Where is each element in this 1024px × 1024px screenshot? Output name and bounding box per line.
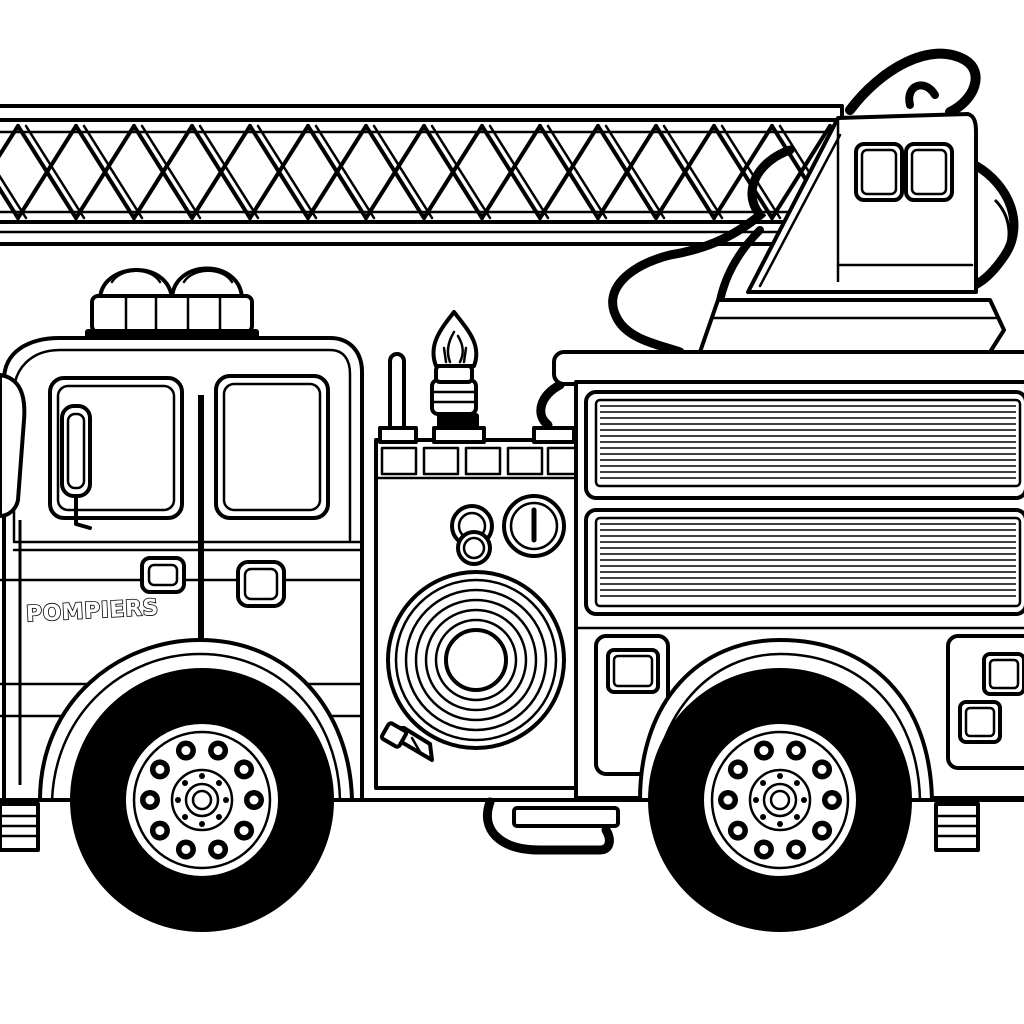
windshield [0,373,27,518]
rear-wheel [648,668,912,932]
vent-slot [506,446,544,476]
ladder-lattice [0,124,898,220]
vent-slot [546,446,578,476]
hydrant-valve [430,378,478,416]
cab-rear-window [214,374,330,520]
pump-panel [374,310,582,790]
rear-light [606,648,660,694]
front-wheel [70,668,334,932]
rear-step [512,806,620,828]
tail-light [958,700,1002,744]
side-mirror [60,404,92,498]
vent-slot [380,446,418,476]
flame-icon [431,310,479,368]
ladder-turret [698,112,1006,354]
hose-reel [386,570,566,750]
compartment-grille-lower [600,523,1016,597]
door-handle-rear [236,560,286,608]
door-handle-front [140,556,186,594]
vent-slot [464,446,502,476]
exhaust-pipe [388,352,406,438]
compartment-grille-upper [600,405,1016,479]
beacon-lights [85,266,259,339]
vent-slot [422,446,460,476]
tail-light [982,652,1024,696]
aerial-ladder [0,104,898,246]
